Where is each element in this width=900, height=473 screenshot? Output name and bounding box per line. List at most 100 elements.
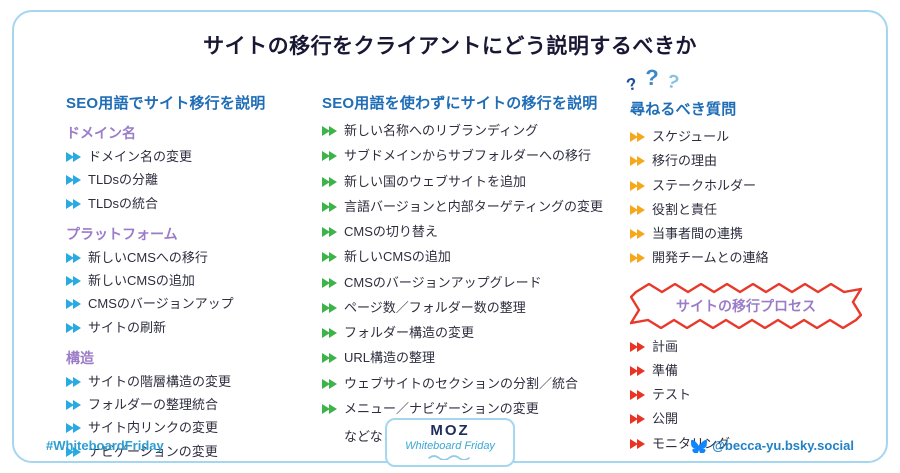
list-item: 言語バージョンと内部ターゲティングの変更 xyxy=(322,199,632,215)
list-item: フォルダーの整理統合 xyxy=(66,397,306,413)
arrow-bullet-icon xyxy=(66,322,81,333)
list-item: CMSのバージョンアップ xyxy=(66,296,306,312)
list-item-label: ナビゲーションの変更 xyxy=(88,443,218,459)
arrow-bullet-icon xyxy=(322,302,337,313)
list-item-label: ページ数／フォルダー数の整理 xyxy=(344,299,526,315)
question-marks-icon: ? ? ? xyxy=(624,65,888,98)
seo-terms-heading: SEO用語でサイト移行を説明 xyxy=(66,95,266,112)
list-item: URL構造の整理 xyxy=(322,350,632,366)
list-item-label: 準備 xyxy=(652,362,679,378)
list-item: メニュー／ナビゲーションの変更 xyxy=(322,401,632,417)
list-item-label: 役割と責任 xyxy=(652,201,718,217)
platform-list: 新しいCMSへの移行新しいCMSの追加 CMSのバージョンアップサイトの刷新 xyxy=(66,250,306,336)
list-item-label: CMSのバージョンアップグレード xyxy=(344,274,542,290)
moz-logo: MOZ xyxy=(430,422,470,440)
list-item: テスト xyxy=(630,387,888,403)
arrow-bullet-icon xyxy=(322,252,337,263)
whiteboard-friday-label: Whiteboard Friday xyxy=(405,439,495,452)
arrow-bullet-icon xyxy=(322,201,337,212)
arrow-bullet-icon xyxy=(66,198,81,209)
list-item-label: 新しいCMSへの移行 xyxy=(88,249,208,265)
list-item-label: フォルダー構造の変更 xyxy=(344,325,475,340)
arrow-bullet-icon xyxy=(630,341,645,352)
arrow-bullet-icon xyxy=(630,253,645,264)
list-item: 移行の理由 xyxy=(630,153,888,169)
list-item-label: 計画 xyxy=(652,338,679,354)
list-item: 準備 xyxy=(630,363,888,379)
list-item: モニタリング xyxy=(630,436,888,452)
list-item: 新しい国のウェブサイトを追加 xyxy=(322,174,632,190)
list-item: サブドメインからサブフォルダーへの移行 xyxy=(322,148,632,164)
list-item: ナビゲーションの変更 xyxy=(66,444,306,460)
arrow-bullet-icon xyxy=(322,176,337,187)
list-item-label: 新しいCMSの追加 xyxy=(88,273,195,288)
list-item: フォルダー構造の変更 xyxy=(322,325,632,341)
plain-terms-list: 新しい名称へのリブランディングサブドメインからサブフォルダーへの移行新しい国のウ… xyxy=(322,123,632,417)
list-item: 新しいCMSの追加 xyxy=(322,249,632,265)
process-heading: サイトの移行プロセス xyxy=(676,297,816,314)
questions-heading: 尋ねるべき質問 xyxy=(630,101,737,118)
arrow-bullet-icon xyxy=(66,400,81,411)
arrow-bullet-icon xyxy=(630,204,645,215)
list-item-label: サイトの階層構造の変更 xyxy=(88,373,232,389)
plain-terms-heading: SEO用語を使わずにサイトの移行を説明 xyxy=(322,95,598,112)
squiggle-icon xyxy=(428,455,470,460)
list-item-label: 新しいCMSの追加 xyxy=(344,249,451,265)
list-item-label: URL構造の整理 xyxy=(344,350,436,366)
list-item-label: ドメイン名の変更 xyxy=(88,149,193,164)
arrow-bullet-icon xyxy=(66,446,81,457)
arrow-bullet-icon xyxy=(322,151,337,162)
arrow-bullet-icon xyxy=(66,252,81,263)
list-item-label: CMSのバージョンアップ xyxy=(88,296,234,312)
arrow-bullet-icon xyxy=(66,175,81,186)
list-item: ステークホルダー xyxy=(630,178,888,194)
list-item-label: サブドメインからサブフォルダーへの移行 xyxy=(344,148,592,164)
process-burst: サイトの移行プロセス xyxy=(630,282,862,329)
page-title: サイトの移行をクライアントにどう説明するべきか xyxy=(203,35,697,58)
list-item-label: ステークホルダー xyxy=(652,177,757,193)
arrow-bullet-icon xyxy=(66,276,81,287)
list-item: サイトの階層構造の変更 xyxy=(66,374,306,390)
list-item-label: モニタリング xyxy=(652,435,731,451)
list-item: 新しいCMSの追加 xyxy=(66,273,306,289)
list-item: ページ数／フォルダー数の整理 xyxy=(322,300,632,316)
list-item: 新しい名称へのリブランディング xyxy=(322,123,632,139)
list-item-label: TLDsの統合 xyxy=(88,195,159,211)
moz-logo-badge: MOZ Whiteboard Friday xyxy=(385,418,515,467)
structure-subheading: 構造 xyxy=(66,349,94,366)
list-item-label: CMSの切り替え xyxy=(344,224,438,239)
domain-group: ドメイン名 ドメイン名の変更 TLDsの分離 TLDsの統合 xyxy=(66,123,306,212)
list-item: サイトの刷新 xyxy=(66,320,306,336)
list-item: 当事者間の連携 xyxy=(630,226,888,242)
process-section: サイトの移行プロセス 計画準備テスト公開モニタリング xyxy=(630,282,888,452)
arrow-bullet-icon xyxy=(630,156,645,167)
list-item-label: 言語バージョンと内部ターゲティングの変更 xyxy=(344,198,603,214)
arrow-bullet-icon xyxy=(66,299,81,310)
list-item: ドメイン名の変更 xyxy=(66,149,306,165)
list-item-label: TLDsの分離 xyxy=(88,172,159,188)
arrow-bullet-icon xyxy=(630,365,645,376)
list-item: 新しいCMSへの移行 xyxy=(66,250,306,266)
list-item-label: 開発チームとの連絡 xyxy=(652,250,769,266)
seo-terms-column: SEO用語でサイト移行を説明 ドメイン名 ドメイン名の変更 TLDsの分離 TLDs… xyxy=(66,92,306,472)
domain-subheading: ドメイン名 xyxy=(66,125,136,141)
arrow-bullet-icon xyxy=(630,390,645,401)
list-item-label: 当事者間の連携 xyxy=(652,226,744,241)
arrow-bullet-icon xyxy=(630,229,645,240)
list-item: 役割と責任 xyxy=(630,202,888,218)
burst-border-icon xyxy=(630,282,862,329)
list-item: ウェブサイトのセクションの分割／統合 xyxy=(322,376,632,392)
list-item-label: 移行の理由 xyxy=(652,153,718,169)
list-item: 公開 xyxy=(630,411,888,427)
list-item-label: サイト内リンクの変更 xyxy=(88,420,219,436)
question-mark-icon: ? xyxy=(664,70,681,95)
questions-list: スケジュール移行の理由ステークホルダー役割と責任当事者間の連携開発チームとの連絡 xyxy=(630,129,888,267)
list-item-label: テスト xyxy=(652,387,692,402)
bluesky-butterfly-icon xyxy=(691,439,708,453)
arrow-bullet-icon xyxy=(322,227,337,238)
list-item-label: 新しい名称へのリブランディング xyxy=(344,123,539,138)
arrow-bullet-icon xyxy=(322,403,337,414)
platform-subheading: プラットフォーム xyxy=(66,225,178,242)
arrow-bullet-icon xyxy=(322,353,337,364)
list-item-label: 新しい国のウェブサイトを追加 xyxy=(344,173,527,189)
